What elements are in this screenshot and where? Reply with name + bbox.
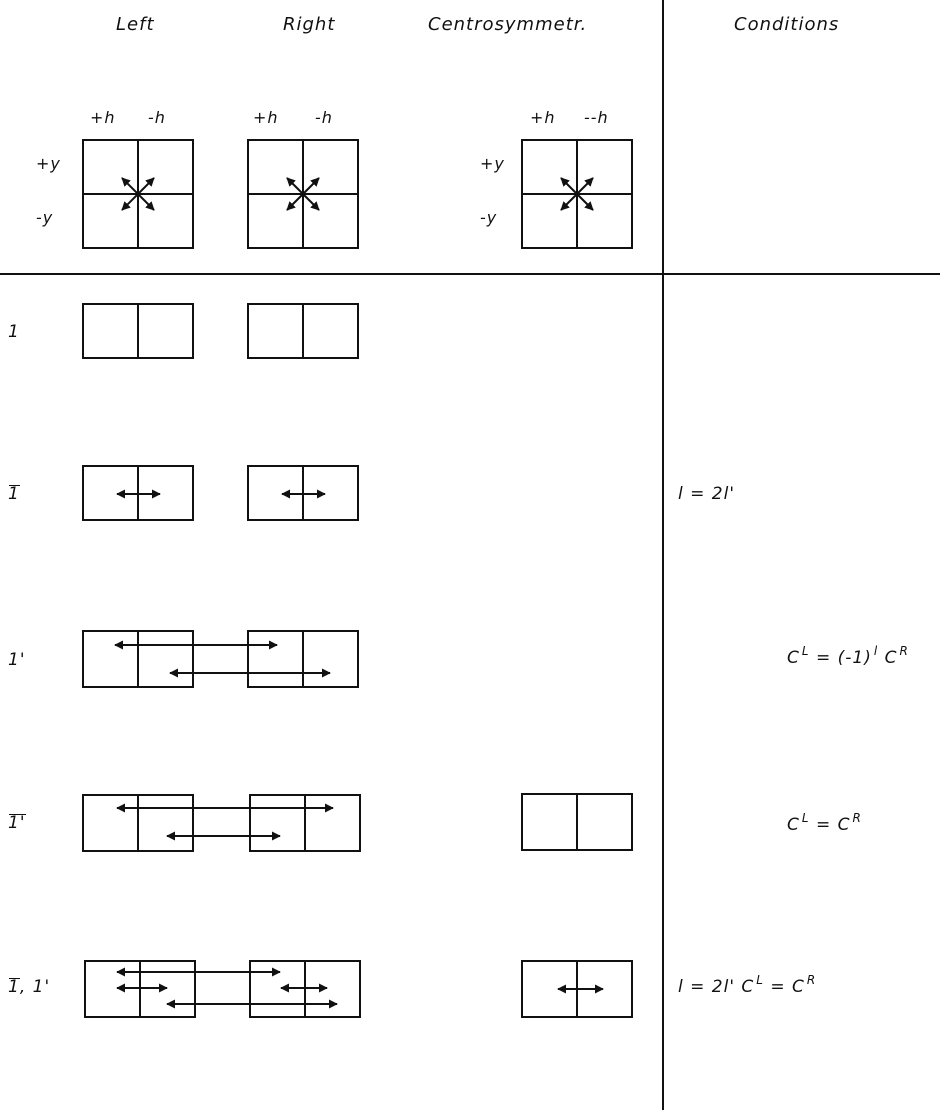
axis-plus-h-centro: +h (530, 108, 556, 127)
header-conditions: Conditions (734, 14, 840, 35)
header-right: Right (283, 14, 336, 35)
row4-box-left (82, 794, 194, 852)
row-label-time-reversal: 1' (8, 650, 26, 670)
axis-minus-h-right: -h (315, 108, 333, 127)
row-label-identity: 1 (8, 322, 20, 342)
cross-arrows-left (121, 177, 155, 211)
header-centrosymmetric: Centrosymmetr. (428, 14, 588, 35)
row1-box-right (247, 303, 359, 359)
row4-box-centro (521, 793, 633, 851)
axis-minus-y-left: -y (36, 208, 54, 227)
axis-minus-h-left: -h (148, 108, 166, 127)
row-label-inversion: 1 (8, 484, 20, 504)
condition-inversion: l = 2l' (678, 484, 735, 504)
axis-minus-h-centro: --h (584, 108, 609, 127)
row4-box-right (249, 794, 361, 852)
row3-box-left (82, 630, 194, 688)
row-label-combined: 1, 1' (8, 977, 51, 997)
cross-arrows-centro (560, 177, 594, 211)
axis-minus-y-centro: -y (480, 208, 498, 227)
cross-arrows-right (286, 177, 320, 211)
row3-box-right (247, 630, 359, 688)
axis-plus-y-centro: +y (480, 154, 505, 173)
header-left: Left (116, 14, 155, 35)
axis-plus-h-right: +h (253, 108, 279, 127)
row1-box-left (82, 303, 194, 359)
axis-plus-h-left: +h (90, 108, 116, 127)
row-label-inversion-time-reversal: 1' (8, 813, 26, 833)
axis-plus-y-left: +y (36, 154, 61, 173)
